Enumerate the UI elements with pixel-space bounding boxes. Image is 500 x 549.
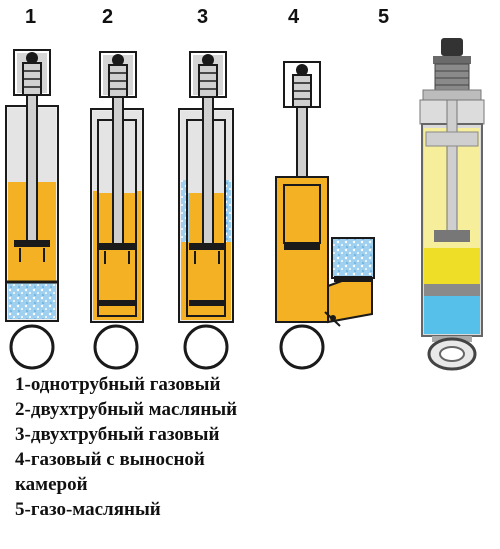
- legend: 1-однотрубный газовый 2-двухтрубный масл…: [15, 372, 237, 522]
- legend-item-5: 5-газо-масляный: [15, 499, 161, 520]
- shock-absorber-5: [419, 38, 485, 371]
- legend-item-1: 1-однотрубный газовый: [15, 374, 221, 395]
- label-1: 1: [25, 6, 37, 28]
- shock-absorber-4: [275, 61, 375, 370]
- shock-absorber-2: [90, 51, 144, 370]
- shock-absorber-3: [178, 51, 234, 370]
- label-5: 5: [378, 6, 390, 28]
- label-4: 4: [288, 6, 300, 28]
- legend-item-4: 4-газовый с выносной: [15, 449, 205, 470]
- legend-item-4-cont: камерой: [15, 474, 88, 495]
- shock-absorber-1: [5, 49, 59, 370]
- shock-absorber-diagram: [5, 38, 485, 371]
- legend-item-3: 3-двухтрубный газовый: [15, 424, 220, 445]
- legend-item-2: 2-двухтрубный масляный: [15, 399, 238, 420]
- label-2: 2: [102, 6, 114, 28]
- label-3: 3: [197, 6, 209, 28]
